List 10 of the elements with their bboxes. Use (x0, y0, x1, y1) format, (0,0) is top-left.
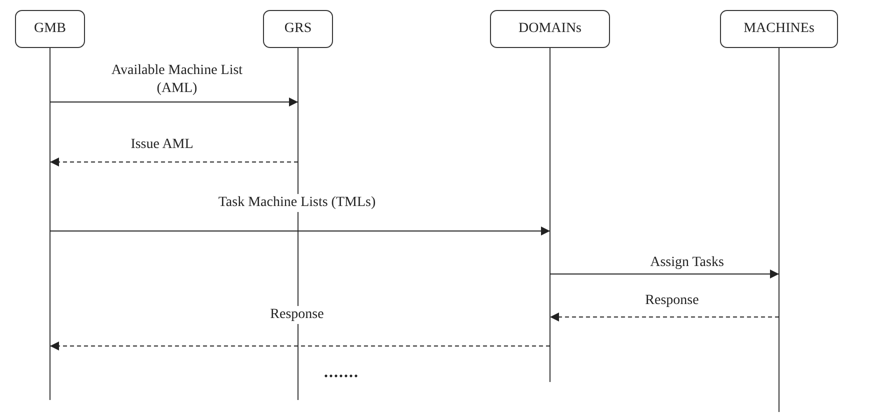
message-arrow (50, 226, 550, 236)
participant-name: DOMAINs (518, 21, 582, 37)
participant-name: GRS (284, 21, 312, 37)
participant-name: GMB (34, 21, 66, 37)
message-arrow (550, 270, 780, 278)
participant-name: MACHINEs (744, 21, 814, 37)
message-arrow (550, 312, 780, 322)
message-arrow (50, 158, 298, 166)
message-arrow (50, 342, 550, 350)
message-arrow (50, 98, 298, 106)
